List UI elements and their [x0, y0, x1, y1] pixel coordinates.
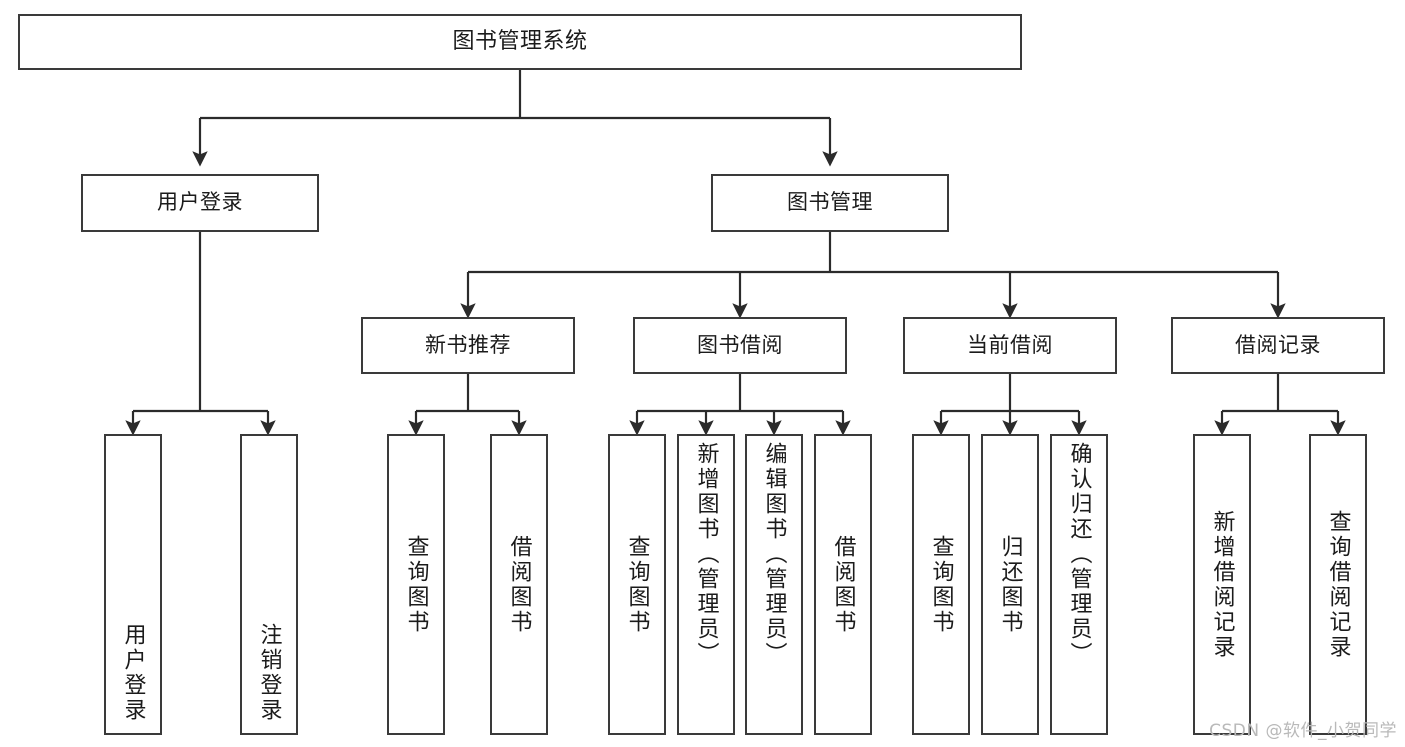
- node-root-library-management-system[interactable]: 图书管理系统: [18, 14, 1022, 70]
- node-label: 新增借阅记录: [1209, 509, 1235, 660]
- node-book-management[interactable]: 图书管理: [711, 174, 949, 232]
- watermark-text: CSDN @软件_小贺同学: [1209, 721, 1397, 741]
- node-leaf-logout[interactable]: 注销登录: [240, 434, 298, 735]
- node-leaf-add-book-admin[interactable]: 新增图书（管理员）: [677, 434, 735, 735]
- node-label: 编辑图书（管理员）: [761, 442, 787, 667]
- node-label: 查询图书: [928, 534, 954, 635]
- node-book-borrow[interactable]: 图书借阅: [633, 317, 847, 374]
- node-label: 当前借阅: [967, 332, 1053, 357]
- node-leaf-borrow-book-recommend[interactable]: 借阅图书: [490, 434, 548, 735]
- node-leaf-add-borrow-record[interactable]: 新增借阅记录: [1193, 434, 1251, 735]
- node-label: 查询图书: [624, 534, 650, 635]
- node-label: 查询图书: [403, 534, 429, 635]
- node-leaf-return-book[interactable]: 归还图书: [981, 434, 1039, 735]
- node-label: 借阅图书: [506, 534, 532, 635]
- node-label: 借阅记录: [1235, 332, 1321, 357]
- node-label: 新书推荐: [425, 332, 511, 357]
- node-label: 图书借阅: [697, 332, 783, 357]
- node-label: 新增图书（管理员）: [693, 442, 719, 667]
- node-label: 图书管理系统: [452, 28, 588, 54]
- node-label: 确认归还（管理员）: [1066, 442, 1092, 667]
- node-label: 用户登录: [120, 623, 146, 723]
- node-leaf-query-book-current[interactable]: 查询图书: [912, 434, 970, 735]
- node-label: 归还图书: [997, 534, 1023, 635]
- node-user-login[interactable]: 用户登录: [81, 174, 319, 232]
- node-label: 查询借阅记录: [1325, 509, 1351, 660]
- node-borrow-record[interactable]: 借阅记录: [1171, 317, 1385, 374]
- node-leaf-query-borrow-record[interactable]: 查询借阅记录: [1309, 434, 1367, 735]
- node-leaf-query-book-recommend[interactable]: 查询图书: [387, 434, 445, 735]
- node-label: 注销登录: [256, 623, 282, 723]
- node-label: 图书管理: [787, 190, 873, 215]
- node-new-book-recommend[interactable]: 新书推荐: [361, 317, 575, 374]
- node-leaf-query-book-borrow[interactable]: 查询图书: [608, 434, 666, 735]
- node-current-borrow[interactable]: 当前借阅: [903, 317, 1117, 374]
- node-leaf-confirm-return-admin[interactable]: 确认归还（管理员）: [1050, 434, 1108, 735]
- node-leaf-borrow-book[interactable]: 借阅图书: [814, 434, 872, 735]
- node-label: 借阅图书: [830, 534, 856, 635]
- node-leaf-user-login[interactable]: 用户登录: [104, 434, 162, 735]
- node-leaf-edit-book-admin[interactable]: 编辑图书（管理员）: [745, 434, 803, 735]
- node-label: 用户登录: [157, 190, 243, 215]
